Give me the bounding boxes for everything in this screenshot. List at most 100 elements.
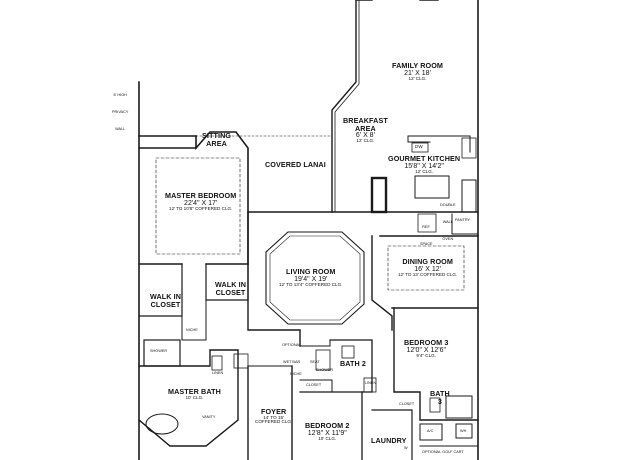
master-bedroom-dims: 22'4" X 17' <box>184 199 218 207</box>
gourmet-kitchen-label: GOURMET KITCHEN 15'8" X 14'2" 12' CLG. <box>388 155 460 175</box>
family-room-ceiling: 12' CLG. <box>408 75 427 81</box>
double-oven-note: DOUBLE WALL OVEN <box>440 194 456 244</box>
walk-in-closet-left-name-1: WALK IN <box>150 292 182 301</box>
breakfast-area-name-2: AREA <box>355 123 376 133</box>
covered-lanai-name: COVERED LANAI <box>265 160 326 169</box>
wh-label: WH <box>460 429 467 433</box>
closet-bed2-label: CLOSET <box>306 383 322 387</box>
breakfast-area-dims: 6' X 8' <box>355 132 375 140</box>
living-coffer-inner <box>269 235 361 321</box>
ref-space <box>417 213 437 233</box>
bath2-wc <box>341 345 355 359</box>
dining-room-label: DINING ROOM 16' X 12' 12' TO 13' COFFERE… <box>398 258 457 278</box>
master-bath-name: MASTER BATH <box>168 387 221 396</box>
master-linen-label: LINEN <box>212 371 224 375</box>
ref-space-note: REF. SPACE <box>420 216 433 250</box>
laundry-label: LAUNDRY <box>371 437 407 445</box>
living-room-label: LIVING ROOM 19'4" X 19' 12' TO 13'4" COF… <box>279 268 342 288</box>
bath-2-name: BATH 2 <box>340 359 367 368</box>
dining-coffer <box>387 245 465 291</box>
privacy-wall-note: 8' HIGH PRIVACY WALL <box>112 84 128 134</box>
foyer-name: FOYER <box>261 407 287 416</box>
family-room-wall-left-inner <box>334 0 360 213</box>
privacy-wall <box>138 81 197 137</box>
covered-lanai-label: COVERED LANAI <box>265 161 326 169</box>
fireplace <box>370 176 388 214</box>
sitting-area-name-2: AREA <box>206 138 227 148</box>
walk-in-closet-left-label: WALK IN CLOSET <box>150 293 181 308</box>
living-wall-left <box>247 211 301 347</box>
ac-label: A/C <box>427 429 434 433</box>
privacy-wall-line-1: 8' HIGH <box>113 93 127 97</box>
bath2-shower-label: SHOWER <box>316 368 334 372</box>
vanity-label: VANITY <box>202 415 216 419</box>
sitting-area-name-1: SITTING <box>202 131 232 140</box>
niche-wall <box>181 299 207 341</box>
double-oven-line-3: OVEN <box>442 236 454 241</box>
wet-bar-line-1: OPTIONAL <box>282 343 302 347</box>
dw-box <box>411 142 429 153</box>
wet-bar <box>299 339 331 347</box>
linen-hall-box <box>363 377 377 393</box>
bedroom-3-dims: 12'0" X 12'6" <box>406 346 446 354</box>
breakfast-area-ceiling: 12' CLG. <box>356 138 375 144</box>
dw-label: DW <box>415 144 423 149</box>
breakfast-area-label: BREAKFAST AREA 6' X 8' 12' CLG. <box>343 117 388 144</box>
foyer-ceiling-1: 14' TO 15' <box>263 414 284 420</box>
privacy-wall-line-3: WALL <box>115 126 126 131</box>
family-room-dims: 21' X 18' <box>404 69 431 77</box>
bedroom-3-name: BEDROOM 3 <box>404 338 449 347</box>
family-room-label: FAMILY ROOM 21' X 18' 12' CLG. <box>392 62 443 82</box>
dining-room-dims: 16' X 12' <box>414 265 442 273</box>
master-shower <box>143 339 181 367</box>
bath-3-label: BATH 3 <box>430 390 450 405</box>
gourmet-kitchen-name: GOURMET KITCHEN <box>388 154 461 163</box>
ref-space-line-2: SPACE <box>420 241 433 246</box>
gourmet-kitchen-dims: 15'8" X 14'2" <box>404 162 444 170</box>
closet-bed3-label: CLOSET <box>399 402 415 406</box>
niche-foyer-label: NICHE <box>290 372 302 376</box>
master-wc <box>233 353 249 369</box>
bedroom-3-ceiling: 9'4" CLG. <box>416 352 437 358</box>
bedroom-2-label: BEDROOM 2 12'8" X 11'9" 10' CLG. <box>305 422 349 442</box>
master-bath-label: MASTER BATH 10' CLG. <box>168 388 221 400</box>
walk-in-closet-right-name-1: WALK IN <box>215 280 247 289</box>
master-coffer <box>155 157 241 255</box>
living-room-name: LIVING ROOM <box>286 267 336 276</box>
double-oven-line-2: WALL <box>442 219 453 224</box>
linen-hall-label: LINEN <box>365 381 377 385</box>
bath2-shower <box>315 349 331 371</box>
kitchen-island <box>414 175 450 199</box>
bath-3-name-2: 3 <box>437 396 442 406</box>
master-bedroom-name: MASTER BEDROOM <box>165 191 237 200</box>
wet-bar-note: OPTIONAL WET BAR <box>282 334 301 368</box>
family-room-name: FAMILY ROOM <box>392 61 444 70</box>
walk-in-closet-left-name-2: CLOSET <box>150 299 181 309</box>
seat-label: SEAT <box>310 360 320 364</box>
bedroom-2-dims: 12'8" X 11'9" <box>307 429 347 437</box>
pantry-label: PANTRY <box>455 218 471 222</box>
dining-room-name: DINING ROOM <box>402 257 453 266</box>
gourmet-kitchen-ceiling: 12' CLG. <box>415 168 434 174</box>
laundry-name: LAUNDRY <box>371 436 407 445</box>
bath-3-name-1: BATH <box>430 389 450 398</box>
foyer-label: FOYER 14' TO 15' COFFERED CLG. <box>255 408 292 425</box>
foyer-ceiling-2: COFFERED CLG. <box>255 419 293 425</box>
ref-space-line-1: REF. <box>422 225 431 229</box>
niche-left-label: NICHE <box>186 328 198 332</box>
master-bedroom-label: MASTER BEDROOM 22'4" X 17' 12' TO 10'8" … <box>165 192 236 212</box>
walk-in-closet-right-name-2: CLOSET <box>215 287 246 297</box>
walk-in-closet-right-label: WALK IN CLOSET <box>215 281 246 296</box>
bath3-tub <box>445 395 473 419</box>
linen-box <box>211 355 223 371</box>
master-shower-label: SHOWER <box>150 349 168 353</box>
bedroom-2-ceiling: 10' CLG. <box>318 435 337 441</box>
master-bath-ceiling: 10' CLG. <box>185 394 204 400</box>
closet-bed2 <box>299 379 333 393</box>
living-room-dims: 19'4" X 19' <box>294 275 328 283</box>
living-room-ceiling: 12' TO 13'4" COFFERED CLG. <box>279 281 343 287</box>
wh-box <box>455 423 473 439</box>
golf-cart-label: OPTIONAL GOLF CART <box>422 450 464 454</box>
